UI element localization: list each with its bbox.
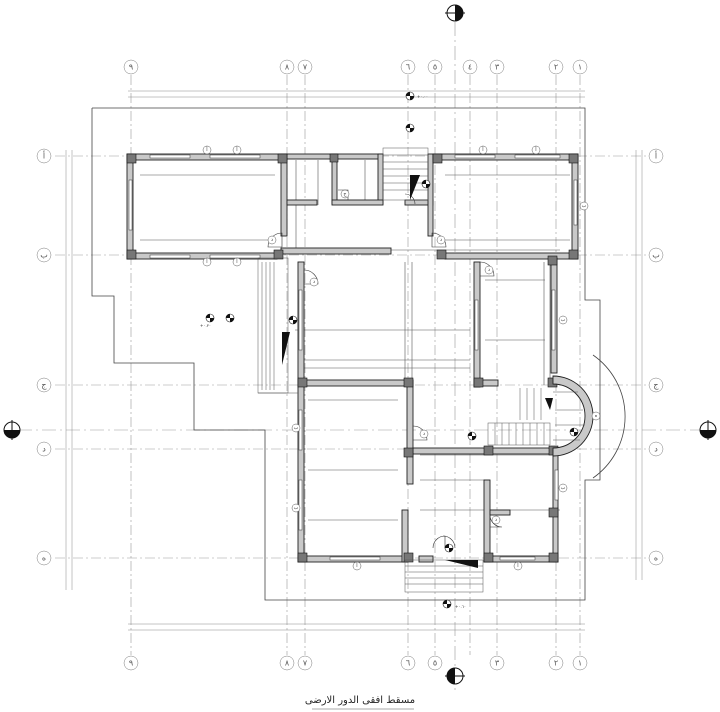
- grid-bubbles-bottom: ٩ ٨ ٧ ٦ ٥ ٣ ٢ ١: [123, 655, 588, 671]
- grid-label: ٢: [554, 63, 558, 72]
- level-label-left: +٠.٣٠: [200, 323, 211, 328]
- grid-bubbles-left: أ ب ج د ه: [36, 148, 52, 566]
- grid-label: ٧: [303, 63, 308, 72]
- level-triangle: [282, 332, 290, 365]
- grid-label: ه: [42, 554, 46, 563]
- level-label-top: +٠.٠٠: [417, 94, 428, 99]
- tag-label: ب: [561, 317, 566, 323]
- grid-label: ٣: [495, 659, 500, 668]
- grid-label: ٢: [554, 659, 558, 668]
- grid-label: ٨: [285, 63, 290, 72]
- grid-bubbles-right: أ ب ج د ه: [648, 148, 664, 566]
- tag-label: ب: [294, 505, 299, 511]
- tag-label: د: [313, 279, 315, 285]
- walls: [126, 153, 579, 563]
- tag-label: أ: [356, 562, 358, 569]
- level-marker: [205, 313, 215, 323]
- section-cut-symbol-top: [445, 4, 465, 22]
- grid-label: ٩: [129, 659, 133, 668]
- level-marker: [444, 543, 454, 553]
- level-triangle: [445, 560, 478, 568]
- level-marker: [421, 179, 431, 189]
- grid-label: ٧: [303, 659, 308, 668]
- interior-reference-lines: [140, 160, 570, 521]
- grid-label: ج: [41, 381, 47, 390]
- level-marker: [442, 599, 452, 609]
- tag-label: د: [271, 237, 273, 243]
- grid-label: ٥: [433, 63, 437, 72]
- level-triangle: [410, 175, 420, 200]
- grid-label: ه: [654, 554, 658, 563]
- grid-label: ٤: [468, 63, 472, 72]
- level-triangle: [545, 398, 553, 410]
- grid-lines-vertical: [130, 22, 581, 690]
- grid-label: ب: [652, 251, 660, 260]
- tag-label: أ: [535, 146, 537, 153]
- tag-label: ه: [595, 413, 598, 419]
- section-cut-symbol-right: [699, 420, 717, 440]
- windows: [128, 154, 578, 561]
- grid-label: أ: [655, 151, 657, 161]
- tag-label: د: [488, 267, 490, 273]
- tag-label: أ: [206, 258, 208, 265]
- tag-label: أ: [517, 562, 519, 569]
- grid-label: أ: [43, 151, 45, 161]
- drawing-title: مسقط افقى الدور الارضى: [304, 695, 416, 706]
- tag-label: ب: [582, 203, 587, 209]
- tag-label: د: [440, 237, 442, 243]
- level-marker: [405, 123, 415, 133]
- grid-label: ٩: [129, 63, 133, 72]
- tag-label: أ: [236, 258, 238, 265]
- grid-label: ج: [653, 381, 659, 390]
- dimension-lines: [65, 90, 643, 631]
- grid-label: ب: [40, 251, 48, 260]
- structural-columns: [126, 153, 579, 563]
- grid-label: ٥: [433, 659, 437, 668]
- tag-label: أ: [206, 146, 208, 153]
- stairs: [257, 147, 594, 593]
- level-marker: [225, 313, 235, 323]
- grid-label: ٣: [495, 63, 500, 72]
- grid-label: ١: [578, 659, 582, 668]
- element-tags: أ أ أ أ أ أ ب ج د د د د ب ب ب د ه أ أ د …: [202, 145, 601, 571]
- tag-label: ج: [343, 191, 347, 197]
- section-cut-symbol-bottom: [445, 667, 465, 685]
- grid-bubbles-top: ٩ ٨ ٧ ٦ ٥ ٤ ٣ ٢ ١: [123, 59, 588, 75]
- stair-outer-arc: [592, 354, 626, 479]
- grid-label: ٨: [285, 659, 290, 668]
- tag-label: د: [495, 517, 497, 523]
- level-marker: [405, 91, 415, 101]
- level-markers: +٠.٠٠ +٠.٣٠ +٠.٦٠: [200, 91, 579, 609]
- grid-label: د: [654, 445, 658, 454]
- level-marker: [467, 431, 477, 441]
- level-label-bottom: +٠.٦٠: [455, 604, 466, 609]
- tag-label: د: [423, 431, 425, 437]
- tag-label: أ: [482, 146, 484, 153]
- level-marker: [288, 315, 298, 325]
- grid-label: ١: [578, 63, 582, 72]
- grid-label: ٦: [406, 63, 410, 72]
- tag-label: أ: [236, 146, 238, 153]
- grid-lines-horizontal: [18, 155, 702, 559]
- grid-label: د: [42, 445, 46, 454]
- site-boundary: [91, 107, 601, 601]
- tag-label: ب: [561, 485, 566, 491]
- section-cut-symbol-left: [3, 420, 21, 440]
- grid-label: ٦: [406, 659, 410, 668]
- tag-label: ب: [294, 425, 299, 431]
- level-marker: [569, 427, 579, 437]
